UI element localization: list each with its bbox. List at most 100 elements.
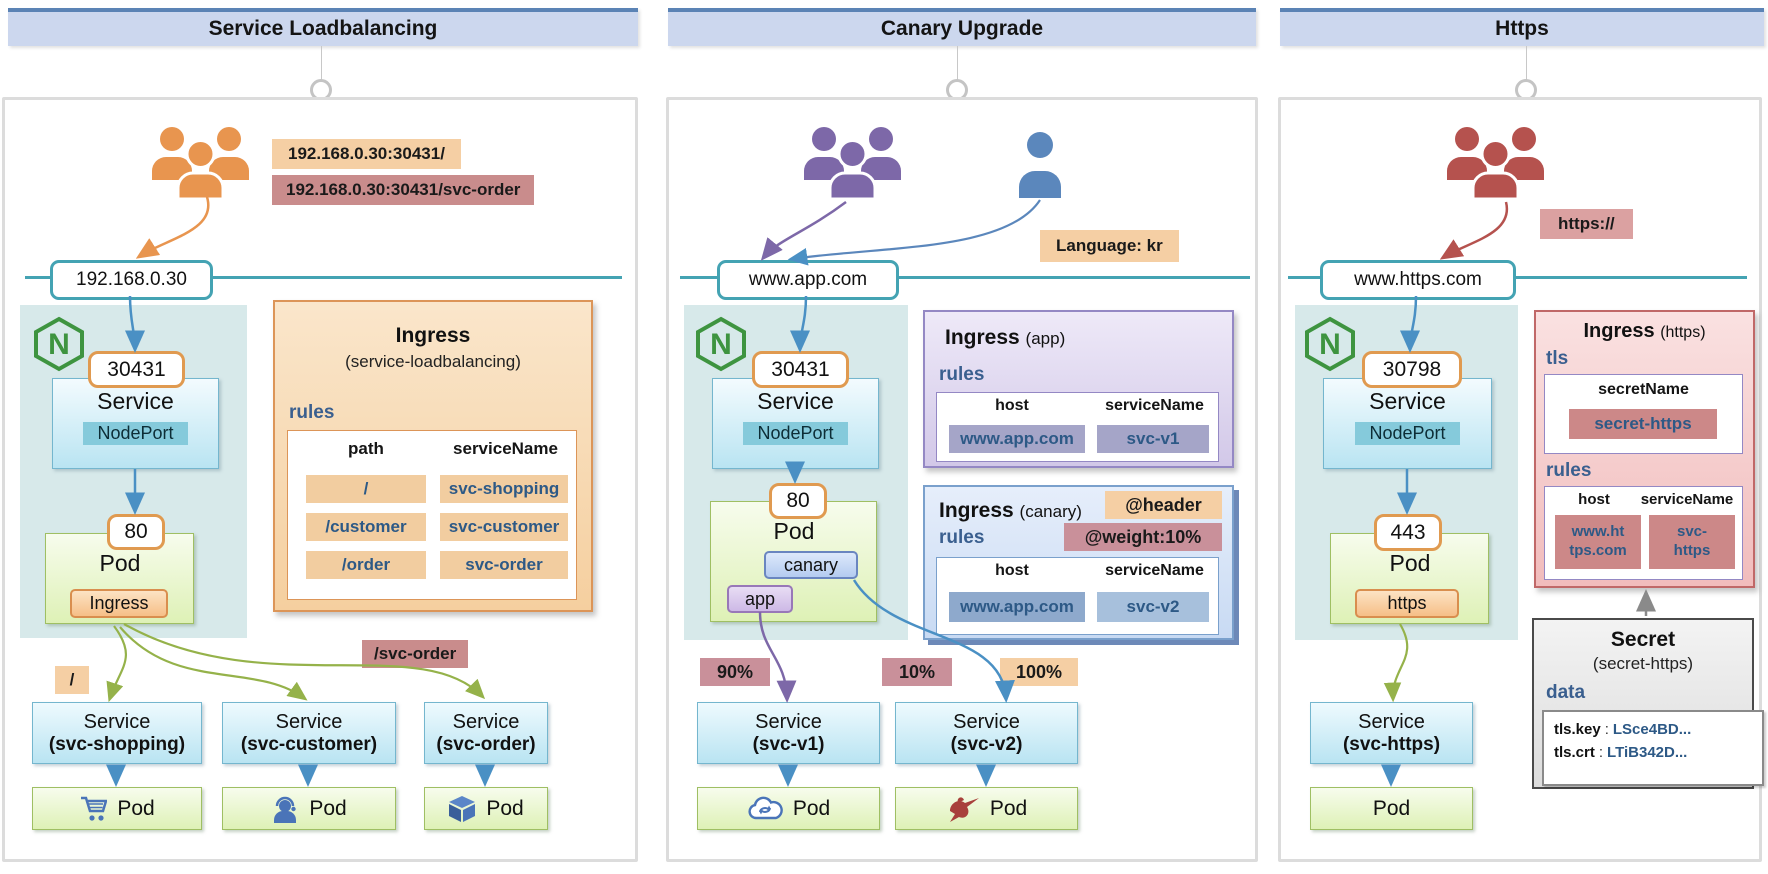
- data-section-label: data: [1546, 682, 1586, 703]
- pod-app-badge: Ingress: [70, 589, 168, 618]
- pod-app-badge: app: [727, 585, 793, 613]
- tls-data-box: tls.key:LSce4BD... tls.crt:LTiB342D...: [1542, 710, 1764, 786]
- request-url-label: 192.168.0.30:30431/svc-order: [272, 175, 535, 205]
- network-line: [680, 276, 1250, 279]
- secretname-cell: secret-https: [1569, 409, 1717, 439]
- cell-text: svc-customer: [448, 517, 560, 536]
- service-type-badge: NodePort: [1355, 422, 1460, 445]
- backend-pod-box: Pod: [424, 787, 548, 830]
- label-text: https://: [1558, 214, 1615, 233]
- cell-text: tps.com: [1569, 542, 1627, 559]
- host-domain-box: www.app.com: [717, 260, 899, 300]
- secret-box: Secret (secret-https) data tls.key:LSce4…: [1532, 618, 1764, 789]
- language-header-label: Language: kr: [1040, 230, 1179, 262]
- cell-text: /order: [341, 555, 391, 574]
- port-number: 443: [1390, 520, 1426, 544]
- service-name: (svc-shopping): [48, 733, 186, 755]
- cell-text: svc-order: [465, 555, 543, 574]
- service-box: Service NodePort: [712, 378, 879, 469]
- ingress-app-box: Ingress (app) rules host serviceName www…: [923, 310, 1234, 468]
- ingress-rules-box: Ingress (service-loadbalancing) rules pa…: [273, 300, 593, 612]
- cell-text: svc-: [1676, 523, 1708, 541]
- tls-key-entry: tls.key:LSce4BD...: [1554, 718, 1752, 741]
- column-header-host: host: [995, 397, 1029, 414]
- badge-text: app: [744, 588, 776, 609]
- network-line: [1288, 276, 1747, 279]
- servicename-cell: svc-shopping: [440, 475, 568, 503]
- service-type-badge: NodePort: [743, 422, 848, 445]
- rules-section-label: rules: [939, 364, 985, 385]
- rules-table: host serviceName www.app.com svc-v2: [936, 557, 1219, 635]
- host-cell: www.ht tps.com: [1555, 515, 1641, 569]
- path-cell: /customer: [306, 513, 426, 541]
- ingress-title: Ingress: [395, 324, 471, 347]
- data-key: tls.crt: [1554, 744, 1595, 762]
- servicename-cell: svc- https: [1649, 515, 1735, 569]
- node-ip-box: 192.168.0.30: [50, 260, 213, 300]
- badge-text: https: [1387, 593, 1427, 613]
- backend-pod-box: Pod: [32, 787, 202, 830]
- url-text: 192.168.0.30:30431/: [288, 144, 445, 163]
- service-name: (svc-customer): [240, 733, 378, 755]
- port-number: 80: [124, 520, 148, 543]
- panel-title: Canary Upgrade: [880, 17, 1044, 40]
- cell-text: https: [1673, 542, 1711, 559]
- ingress-canary-box: Ingress (canary) @header @weight:10% rul…: [923, 485, 1234, 640]
- route-text: /svc-order: [374, 644, 457, 663]
- column-header-path: path: [348, 439, 384, 458]
- route-text: /: [69, 670, 75, 689]
- panel-header-canary-upgrade: Canary Upgrade: [668, 8, 1256, 46]
- service-box: Service NodePort: [52, 378, 219, 469]
- connector-line: [1526, 46, 1527, 82]
- container-port-badge: 80: [107, 514, 165, 550]
- route-label-root: /: [55, 666, 89, 694]
- panel-header-https: Https: [1280, 8, 1764, 46]
- pod-label: Pod: [1372, 796, 1411, 820]
- data-value: LTiB342D...: [1607, 744, 1688, 762]
- secret-subtitle: (secret-https): [1592, 654, 1694, 673]
- container-port-badge: 80: [769, 483, 827, 519]
- container-port-badge: 443: [1374, 514, 1442, 551]
- pod-label: Pod: [989, 796, 1028, 820]
- ingress-subtitle: (https): [1660, 324, 1706, 341]
- host-cell: www.app.com: [949, 592, 1085, 622]
- panel-header-service-loadbalancing: Service Loadbalancing: [8, 8, 638, 46]
- rules-table: host serviceName www.ht tps.com svc- htt…: [1544, 486, 1743, 580]
- service-box: Service NodePort: [1323, 378, 1492, 469]
- pod-label: Pod: [117, 796, 155, 820]
- tls-crt-entry: tls.crt:LTiB342D...: [1554, 741, 1752, 764]
- servicename-cell: svc-v2: [1097, 592, 1209, 622]
- column-header-host: host: [1578, 491, 1610, 508]
- badge-text: canary: [783, 554, 839, 575]
- cell-text: /: [363, 479, 369, 498]
- ingress-subtitle: (app): [1025, 329, 1066, 348]
- column-header-secretname: secretName: [1598, 381, 1689, 398]
- nodeport-number-badge: 30431: [88, 351, 185, 388]
- service-label: Service: [83, 710, 151, 733]
- pod-label: Pod: [792, 796, 831, 820]
- service-type-badge: NodePort: [83, 422, 188, 445]
- host-domain: www.https.com: [1354, 269, 1482, 290]
- single-user-icon: [1019, 132, 1061, 198]
- service-name: (svc-https): [1342, 733, 1441, 755]
- service-label: Service: [757, 388, 834, 414]
- service-name: (svc-order): [436, 733, 536, 755]
- users-group-icon: [1447, 127, 1544, 200]
- pod-label: Pod: [309, 796, 347, 820]
- backend-service-box: Service (svc-https): [1310, 702, 1473, 764]
- svg-text:N: N: [710, 328, 732, 361]
- badge-text: Ingress: [89, 593, 149, 613]
- cell-text: secret-https: [1594, 414, 1692, 433]
- service-label: Service: [275, 710, 343, 733]
- annotation-text: @header: [1125, 494, 1202, 515]
- traffic-percent-badge: 90%: [700, 658, 770, 686]
- pod-label: Pod: [773, 518, 815, 544]
- column-header-servicename: serviceName: [1640, 491, 1734, 508]
- annotation-text: @weight:10%: [1084, 526, 1202, 547]
- network-line: [25, 276, 622, 279]
- separator: :: [1604, 721, 1609, 738]
- backend-service-box: Service (svc-customer): [222, 702, 396, 764]
- backend-pod-box: Pod: [697, 787, 880, 830]
- host-domain: www.app.com: [748, 269, 868, 290]
